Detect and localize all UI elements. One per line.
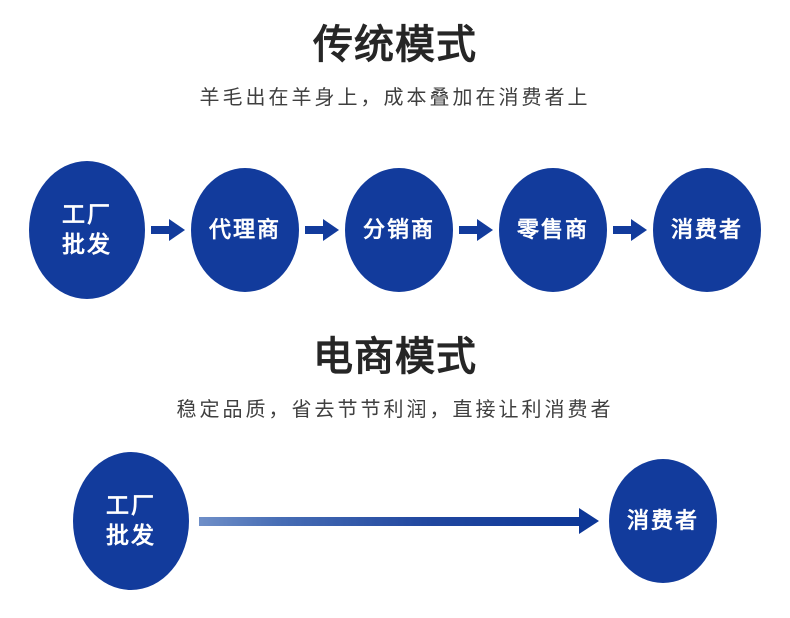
node-factory-wholesale: 工厂 批发 [73, 452, 189, 590]
long-arrow-right-icon [199, 508, 599, 534]
arrow-head [477, 219, 493, 241]
node-factory-wholesale: 工厂 批发 [29, 161, 145, 299]
arrow-head [323, 219, 339, 241]
arrow-shaft [459, 226, 477, 234]
node-agent: 代理商 [191, 168, 299, 292]
arrow-right-icon [459, 219, 493, 241]
arrow-shaft [613, 226, 631, 234]
arrow-shaft [151, 226, 169, 234]
arrow-head [579, 508, 599, 534]
arrow-right-icon [151, 219, 185, 241]
node-label: 消费者 [626, 507, 699, 533]
arrow-right-icon [613, 219, 647, 241]
node-consumer: 消费者 [609, 459, 717, 583]
node-label: 零售商 [516, 216, 589, 242]
node-distributor: 分销商 [345, 168, 453, 292]
node-consumer: 消费者 [653, 168, 761, 292]
ecommerce-flow-row: 工厂 批发 消费者 [0, 452, 790, 590]
traditional-model-section: 传统模式 羊毛出在羊身上，成本叠加在消费者上 [0, 0, 790, 111]
arrow-head [169, 219, 185, 241]
node-label: 分销商 [362, 216, 435, 242]
node-retailer: 零售商 [499, 168, 607, 292]
ecommerce-model-section: 电商模式 稳定品质，省去节节利润，直接让利消费者 [0, 320, 790, 423]
node-label: 工厂 批发 [62, 201, 112, 257]
node-label: 消费者 [670, 216, 743, 242]
ecommerce-subtitle: 稳定品质，省去节节利润，直接让利消费者 [176, 399, 614, 422]
traditional-subtitle: 羊毛出在羊身上，成本叠加在消费者上 [199, 87, 591, 110]
traditional-flow-row: 工厂 批发 代理商 分销商 零售商 消费者 [0, 160, 790, 300]
traditional-title: 传统模式 [313, 23, 477, 67]
ecommerce-title: 电商模式 [313, 335, 477, 379]
arrow-head [631, 219, 647, 241]
arrow-right-icon [305, 219, 339, 241]
arrow-shaft [199, 517, 581, 526]
arrow-shaft [305, 226, 323, 234]
node-label: 代理商 [208, 216, 281, 242]
node-label: 工厂 批发 [106, 492, 156, 548]
